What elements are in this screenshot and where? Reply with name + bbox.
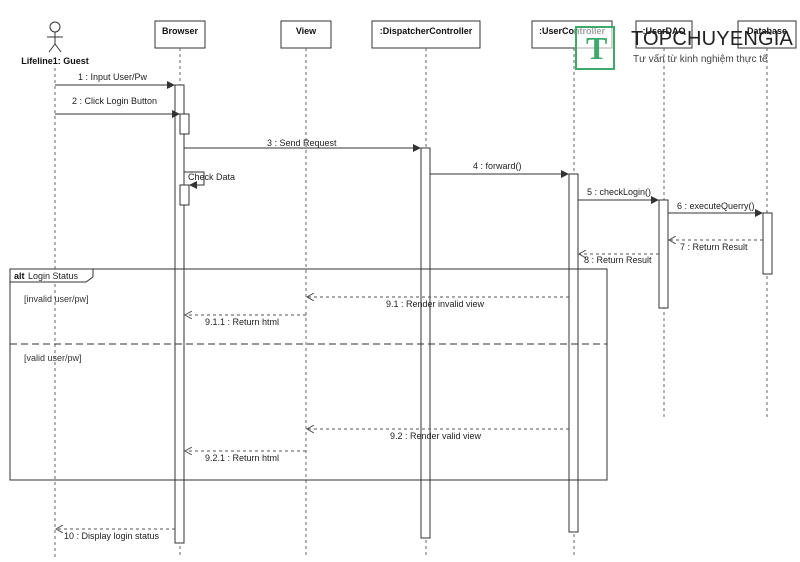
message-1: 1 : Input User/Pw bbox=[55, 72, 175, 89]
actor-head-icon bbox=[49, 21, 61, 33]
actor-leg-left bbox=[48, 43, 56, 53]
message-8: 8 : Return Result bbox=[579, 254, 659, 265]
message-label: 4 : forward() bbox=[473, 161, 522, 171]
message-label: 9.1.1 : Return html bbox=[205, 317, 279, 327]
lifeline-label-browser: Browser bbox=[162, 26, 199, 36]
activation-browser bbox=[174, 84, 185, 544]
message-label: 5 : checkLogin() bbox=[587, 187, 651, 197]
message-7: 7 : Return Result bbox=[669, 240, 763, 252]
activation-userdao bbox=[658, 199, 669, 309]
alt-guard-valid: [valid user/pw] bbox=[24, 353, 82, 363]
watermark-logo: T TOPCHUYENGIA Tư vấn từ kinh nghiệm thự… bbox=[575, 22, 800, 70]
message-label: 2 : Click Login Button bbox=[72, 96, 157, 106]
lifeline-view: View bbox=[280, 20, 332, 49]
alt-tab bbox=[9, 268, 94, 283]
lifeline-label-database: Database bbox=[747, 26, 787, 36]
message-6: 6 : executeQuerry() bbox=[668, 201, 763, 217]
message-9-1-1: 9.1.1 : Return html bbox=[185, 315, 306, 327]
alt-fragment: alt Login Status [invalid user/pw] [vali… bbox=[9, 268, 608, 481]
message-4: 4 : forward() bbox=[430, 161, 569, 178]
alt-keyword: alt bbox=[14, 271, 25, 281]
alt-frame bbox=[9, 268, 608, 481]
message-label: 9.2.1 : Return html bbox=[205, 453, 279, 463]
lifeline-label-view: View bbox=[296, 26, 317, 36]
message-label: 6 : executeQuerry() bbox=[677, 201, 755, 211]
logo-letter: T bbox=[586, 30, 608, 66]
message-label: 9.2 : Render valid view bbox=[390, 431, 482, 441]
lifeline-label-dispatcher: :DispatcherController bbox=[380, 26, 473, 36]
actor-label: Lifeline1: Guest bbox=[21, 56, 89, 66]
actor-leg-right bbox=[54, 43, 62, 53]
lifeline-dispatcher: :DispatcherController bbox=[371, 20, 481, 49]
message-label: 3 : Send Request bbox=[267, 138, 337, 148]
message-label: 8 : Return Result bbox=[584, 255, 652, 265]
lifeline-head-dispatcher bbox=[371, 20, 481, 49]
logo-name: TOPCHUYENGIA bbox=[631, 28, 794, 50]
lifeline-userdao: :UserDAO bbox=[635, 20, 693, 49]
message-9-1: 9.1 : Render invalid view bbox=[307, 297, 569, 309]
message-label: 7 : Return Result bbox=[680, 242, 748, 252]
activation-browser-check bbox=[179, 184, 190, 206]
message-label: 1 : Input User/Pw bbox=[78, 72, 148, 82]
actor-guest: Lifeline1: Guest bbox=[21, 21, 89, 66]
lifeline-head-browser bbox=[154, 20, 206, 49]
activation-usercontroller bbox=[568, 173, 579, 533]
message-check-data: Check Data bbox=[184, 171, 235, 189]
lifeline-label-usercontroller: :UserController bbox=[539, 26, 606, 36]
lifeline-browser: Browser bbox=[154, 20, 206, 49]
message-10: 10 : Display login status bbox=[56, 529, 175, 541]
self-message-arrow bbox=[184, 171, 205, 189]
message-2: 2 : Click Login Button bbox=[55, 96, 180, 118]
message-label: 9.1 : Render invalid view bbox=[386, 299, 485, 309]
message-label: Check Data bbox=[188, 172, 235, 182]
logo-tagline: Tư vấn từ kinh nghiệm thực tế bbox=[633, 54, 768, 65]
lifeline-label-userdao: :UserDAO bbox=[642, 26, 685, 36]
message-9-2-1: 9.2.1 : Return html bbox=[185, 451, 306, 463]
message-3: 3 : Send Request bbox=[184, 138, 421, 152]
alt-title: Login Status bbox=[28, 271, 79, 281]
message-label: 10 : Display login status bbox=[64, 531, 160, 541]
activation-database bbox=[762, 212, 773, 275]
message-5: 5 : checkLogin() bbox=[578, 187, 659, 204]
lifeline-head-view bbox=[280, 20, 332, 49]
logo-mark-icon: T bbox=[575, 26, 615, 70]
activation-dispatcher bbox=[420, 147, 431, 539]
alt-guard-invalid: [invalid user/pw] bbox=[24, 294, 89, 304]
message-9-2: 9.2 : Render valid view bbox=[307, 429, 569, 441]
activation-browser-nested bbox=[179, 113, 190, 135]
